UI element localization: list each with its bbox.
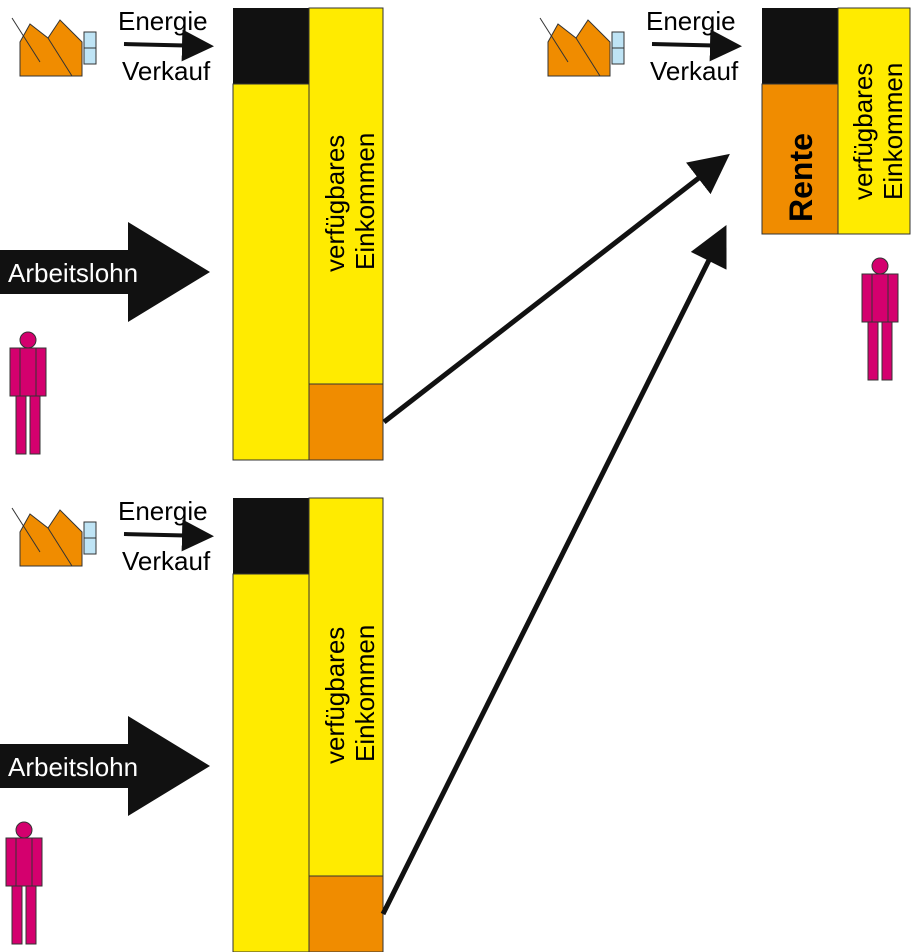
disposable-label: verfügbares — [848, 63, 878, 200]
person-icon — [5, 821, 43, 945]
energy-sale-block — [233, 498, 309, 574]
disposable-income-block — [308, 7, 384, 385]
sale-label: Verkauf — [122, 546, 211, 576]
energy-label: Energie — [646, 6, 736, 36]
pension-label: Rente — [783, 133, 819, 222]
disposable-income-block — [308, 497, 384, 877]
wage-block — [232, 573, 310, 952]
house-icon — [11, 17, 97, 77]
wage-label: Arbeitslohn — [8, 258, 138, 288]
income-label: Einkommen — [350, 133, 380, 270]
energy-arrow — [123, 29, 214, 62]
person-icon — [861, 257, 899, 381]
sale-label: Verkauf — [650, 56, 739, 86]
disposable-label: verfügbares — [320, 135, 350, 272]
wage-block — [232, 83, 310, 461]
wage-arrow — [0, 222, 210, 322]
energy-sale-block — [762, 8, 838, 84]
income-label: Einkommen — [350, 625, 380, 762]
pension-contribution-block — [308, 383, 384, 461]
income-label: Einkommen — [878, 63, 908, 200]
wage-arrow — [0, 716, 210, 816]
sale-label: Verkauf — [122, 56, 211, 86]
energy-sale-block — [233, 8, 309, 84]
panel-working-2: Energie Verkauf verfügbares Einkommen Ar… — [0, 496, 384, 952]
energy-label: Energie — [118, 496, 208, 526]
panel-retired: Energie Verkauf Rente verfügbares Einkom… — [539, 6, 911, 381]
transfer-arrow-1 — [382, 153, 730, 424]
house-icon — [539, 17, 625, 77]
pension-contribution-block — [308, 875, 384, 952]
energy-arrow — [123, 519, 214, 552]
disposable-income-block — [837, 7, 911, 235]
disposable-label: verfügbares — [320, 627, 350, 764]
person-icon — [9, 331, 47, 455]
panel-working-1: Energie Verkauf verfügbares Einkommen Ar… — [0, 6, 384, 461]
energy-label: Energie — [118, 6, 208, 36]
transfer-arrow-2 — [380, 225, 727, 916]
pension-block — [761, 83, 839, 235]
wage-label: Arbeitslohn — [8, 752, 138, 782]
house-icon — [11, 507, 97, 567]
energy-arrow — [651, 29, 742, 62]
